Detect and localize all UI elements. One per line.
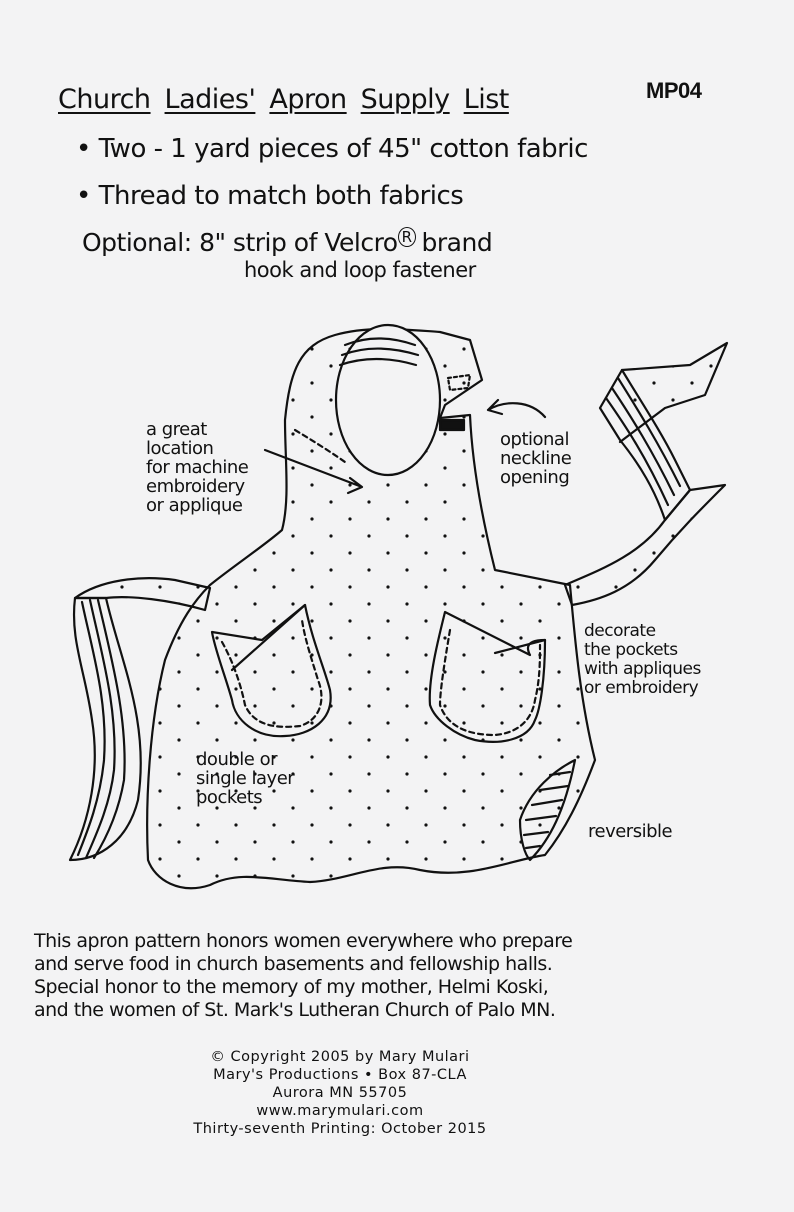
annotation-line: opening: [500, 467, 570, 488]
annotation-line: pockets: [196, 787, 263, 808]
left-tie-icon: [68, 577, 212, 862]
annotation-line: the pockets: [584, 640, 678, 660]
dedication-line: and the women of St. Mark's Lutheran Chu…: [34, 999, 556, 1021]
pocket-right-icon: [428, 610, 547, 743]
annotation-line: double or: [196, 749, 277, 770]
dedication-paragraph: This apron pattern honors women everywhe…: [34, 930, 774, 1022]
annotation-line: neckline: [500, 448, 572, 469]
dedication-line: Special honor to the memory of my mother…: [34, 976, 549, 998]
annotation-neckline: optional neckline opening: [500, 429, 572, 488]
printing-line: Thirty-seventh Printing: October 2015: [193, 1121, 487, 1137]
pattern-code: MP04: [646, 78, 702, 103]
annotation-line: location: [146, 438, 214, 459]
colophon: © Copyright 2005 by Mary Mulari Mary's P…: [160, 1048, 520, 1138]
optional-label: Optional: 8" strip of Velcro: [82, 228, 398, 257]
annotation-line: with appliques: [584, 659, 701, 679]
annotation-embroidery-location: a great location for machine embroidery …: [146, 419, 249, 516]
website-link[interactable]: www.marymulari.com: [256, 1103, 424, 1119]
arrow-neckline-icon: [486, 398, 547, 419]
annotation-pockets: double or single layer pockets: [196, 749, 295, 808]
arrow-embroidery-icon: [263, 448, 364, 495]
publisher-line: Mary's Productions • Box 87-CLA: [213, 1067, 467, 1083]
page-title: Church Ladies' Apron Supply List: [58, 84, 523, 115]
right-tie-icon: [563, 341, 729, 607]
address-line: Aurora MN 55705: [272, 1085, 408, 1101]
copyright-line: © Copyright 2005 by Mary Mulari: [210, 1049, 470, 1065]
title-word: Apron: [269, 84, 347, 115]
annotation-line: optional: [500, 429, 569, 450]
title-word: List: [463, 84, 510, 115]
apron-body-icon: [146, 323, 597, 890]
optional-label-suffix: brand: [421, 228, 493, 257]
annotation-line: single layer: [196, 768, 295, 789]
annotation-line: or embroidery: [584, 678, 699, 698]
title-word: Supply: [360, 84, 451, 115]
reversible-corner-icon: [518, 758, 577, 862]
annotation-line: for machine: [146, 457, 249, 478]
optional-supply-line2: hook and loop fastener: [244, 258, 476, 282]
annotation-decorate-pockets: decorate the pockets with appliques or e…: [584, 622, 701, 698]
title-word: Ladies': [164, 84, 256, 115]
registered-mark-icon: R: [397, 226, 416, 247]
supply-item-thread: • Thread to match both fabrics: [76, 181, 464, 211]
annotation-reversible: reversible: [588, 821, 673, 842]
dedication-line: and serve food in church basements and f…: [34, 953, 553, 975]
pocket-left-icon: [210, 603, 332, 738]
annotation-line: embroidery: [146, 476, 245, 497]
supply-item-fabric: • Two - 1 yard pieces of 45" cotton fabr…: [76, 134, 588, 164]
annotation-line: decorate: [584, 621, 656, 641]
annotation-line: or applique: [146, 495, 243, 516]
title-word: Church: [58, 84, 151, 115]
annotation-line: a great: [146, 419, 207, 440]
dedication-line: This apron pattern honors women everywhe…: [34, 930, 573, 952]
